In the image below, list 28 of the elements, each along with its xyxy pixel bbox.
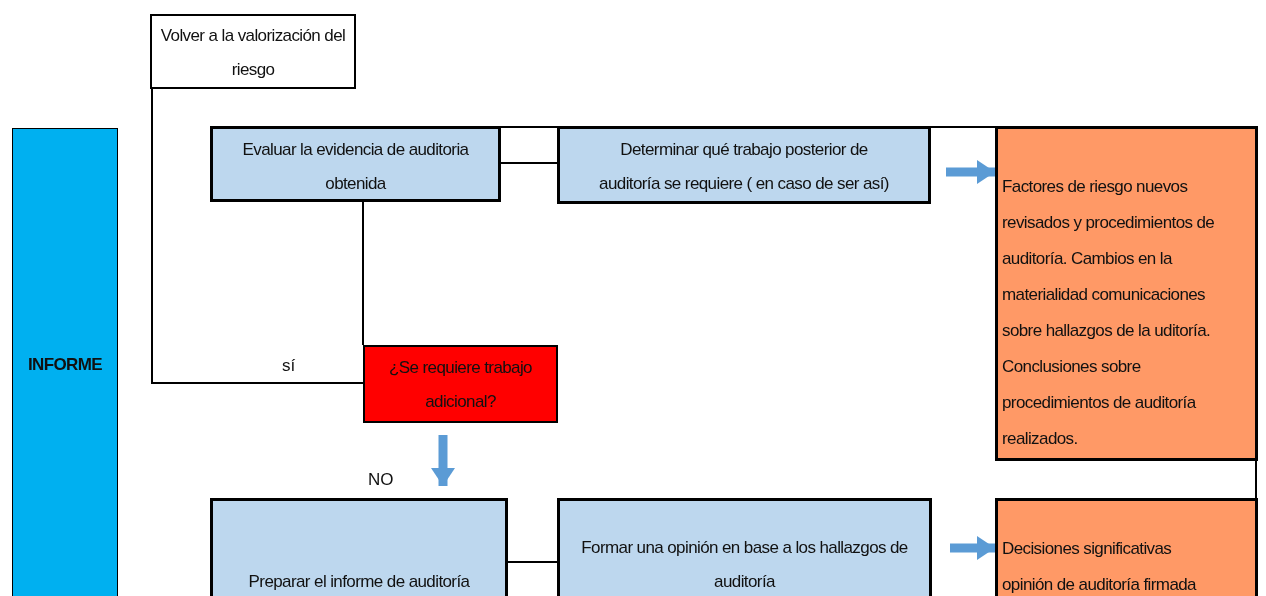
arrow [946,160,995,184]
process-box [557,498,932,596]
connector-line [1255,460,1257,499]
box-text: Decisiones significativas opinión de auditoría firmada [1002,538,1198,596]
box-text: ¿Se requiere trabajo adicional? [388,357,533,413]
connector-line [507,561,558,563]
box-text: Factores de riesgo nuevos revisados y procedimientos de auditoría. Cambios en la materialidad comunicaciones sobre hallazgos de la uditoría. Conclusiones sobre procedimientos de auditoría realizados. [1002,176,1216,450]
box-text: Formar una opinión en base a los hallazgos de auditoría [580,537,909,593]
phase-band [12,128,118,596]
process-box [557,126,931,204]
process-box [150,14,356,89]
arrow [950,536,995,560]
connector-line [500,126,558,128]
connector-line [151,88,364,384]
box-text: Determinar qué trabajo posterior de auditoría se requiere ( en caso de ser así) [599,139,889,195]
box-text: INFORME [26,354,104,376]
result-box [995,498,1258,596]
arrow [431,435,455,486]
box-text: Evaluar la evidencia de auditoria obtenida [241,139,470,195]
box-text: Volver a la valorización del riesgo [159,25,347,81]
process-box [210,498,508,596]
connector-line [930,126,996,128]
process-box [210,126,501,202]
connector-line [362,201,364,346]
decision-box [363,345,558,423]
box-text: Preparar el informe de auditoría [247,571,471,593]
result-box [995,126,1258,461]
connector-line [500,162,558,164]
